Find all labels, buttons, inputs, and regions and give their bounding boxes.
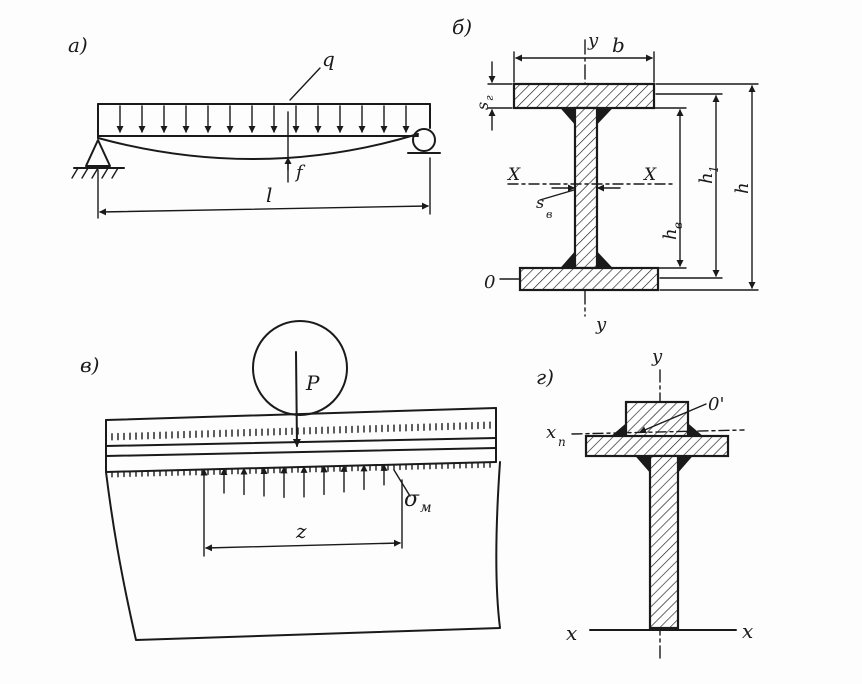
d-flange [584,434,730,458]
web-thickness-sub: в [546,208,552,221]
centroid-label: 0' [708,394,724,415]
centroid-leader [639,403,707,433]
d-x-axis-left-label: x [566,621,577,645]
web-thickness-leader [539,189,575,201]
y-axis-bottom-label: y [595,314,607,335]
local-stress-arrows [200,463,388,499]
web-height-label-group: h в [660,222,685,240]
x-axis-left-label: X [506,165,521,185]
total-height-h-label: h [732,182,753,194]
z-dimension [205,539,401,552]
web-height-h-label: h [660,228,681,240]
xn-axis [571,429,745,435]
panel-a-label: а) [68,33,88,57]
panel-b-label: б) [452,15,472,39]
stress-sigma-sub: м [420,500,432,516]
d-x-axis-right-label: x [742,619,753,643]
span-l-label: l [266,183,272,207]
q-leader [289,67,321,101]
weld-bottom-left [559,250,576,269]
total-height-label-group: h [732,182,753,194]
inner-height-label-group: h 1 [696,165,721,184]
weld-top-right [596,107,614,126]
inner-height-h-label: h [696,172,717,184]
web-body-outline [105,461,501,641]
panel-c-rail: в) P σ м z [80,320,501,641]
span-dimension [99,202,429,216]
top-flange [512,82,656,110]
rail-top [105,407,497,421]
weld-top-left [559,107,576,126]
x-axis-right-label: X [642,165,657,185]
xn-axis-label: x [546,422,556,443]
panel-d-tsection: г) y x п 0' x x [536,346,753,661]
roller-support [412,128,436,152]
origin-0-label: 0 [484,272,495,293]
rail-bottom [105,437,497,447]
panel-d-label: г) [536,365,554,389]
distributed-load-arrows [116,105,410,133]
xn-axis-sub: п [558,435,566,449]
load-p-label: P [305,371,320,395]
deflection-f-label: f [294,162,306,183]
web [573,106,599,270]
length-z-label: z [295,519,307,543]
d-stem [648,454,680,630]
weld-bottom-right [596,250,614,269]
d-y-axis-label: y [651,346,663,367]
plate-bottom [105,461,497,473]
panel-a-beam: а) q f l [68,33,441,219]
load-q-label: q [322,47,335,71]
web-thickness-s-label: s [536,193,544,212]
bottom-flange [518,266,660,292]
wheel [252,320,348,416]
load-p-arrow [292,351,301,447]
pin-support [85,139,111,167]
flange-width-b-label: b [612,33,625,57]
inner-height-sub: 1 [707,165,721,173]
y-axis-top-label: y [587,30,599,51]
panel-b-ibeam: б) y y b s г X X [452,15,759,335]
plate-top [105,447,497,457]
panel-c-label: в) [80,353,99,377]
deflection-curve [97,133,419,161]
flange-thickness-label-group: s г [473,95,496,110]
flange-thickness-sub: г [483,95,496,101]
ground-hatch-left [71,167,119,179]
web-height-sub: в [671,222,685,229]
flange-thickness-s-label: s [473,102,492,110]
stress-sigma-label: σ [404,487,420,512]
